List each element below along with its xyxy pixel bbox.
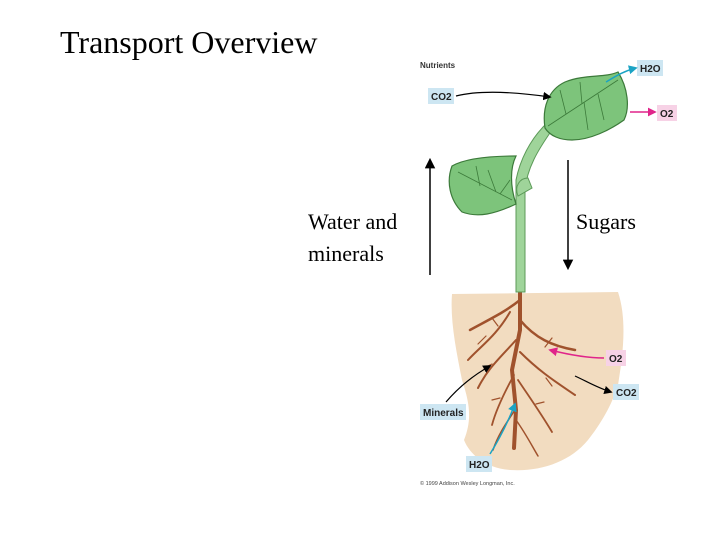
co2-root-box (613, 384, 639, 400)
h2o-bottom-arrow (489, 402, 517, 455)
svg-text:H2O: H2O (469, 460, 490, 471)
h2o-top-arrow (605, 65, 638, 83)
water-label-line1: Water and (308, 209, 398, 234)
svg-text:Minerals: Minerals (423, 408, 464, 419)
nutrients-label: Nutrients (420, 61, 456, 70)
o2-top-box (657, 105, 677, 121)
svg-text:CO2: CO2 (616, 388, 637, 399)
svg-text:H2O: H2O (640, 64, 661, 75)
svg-text:O2: O2 (609, 354, 623, 365)
o2-root-box (606, 350, 626, 366)
upper-leaf (543, 71, 628, 141)
svg-text:CO2: CO2 (431, 92, 452, 103)
left-leaf (448, 155, 517, 216)
o2-root-arrow (548, 347, 605, 359)
copyright-text: © 1999 Addison Wesley Longman, Inc. (420, 480, 515, 487)
soil-region (451, 292, 624, 471)
minerals-arrow (445, 365, 492, 403)
sugars-label: Sugars (576, 209, 636, 234)
svg-text:O2: O2 (660, 109, 674, 120)
h2o-top-box (637, 60, 663, 76)
minerals-box (420, 404, 466, 420)
co2-root-arrow (574, 375, 613, 395)
stem (515, 124, 553, 293)
h2o-bottom-box (466, 456, 492, 472)
co2-arrow (455, 91, 552, 101)
root-system (467, 290, 577, 457)
co2-box (428, 88, 454, 104)
water-label-line2: minerals (308, 240, 384, 266)
side-bud (516, 177, 533, 197)
water-minerals-label: Water and minerals (308, 206, 418, 270)
slide-title: Transport Overview (60, 24, 318, 60)
